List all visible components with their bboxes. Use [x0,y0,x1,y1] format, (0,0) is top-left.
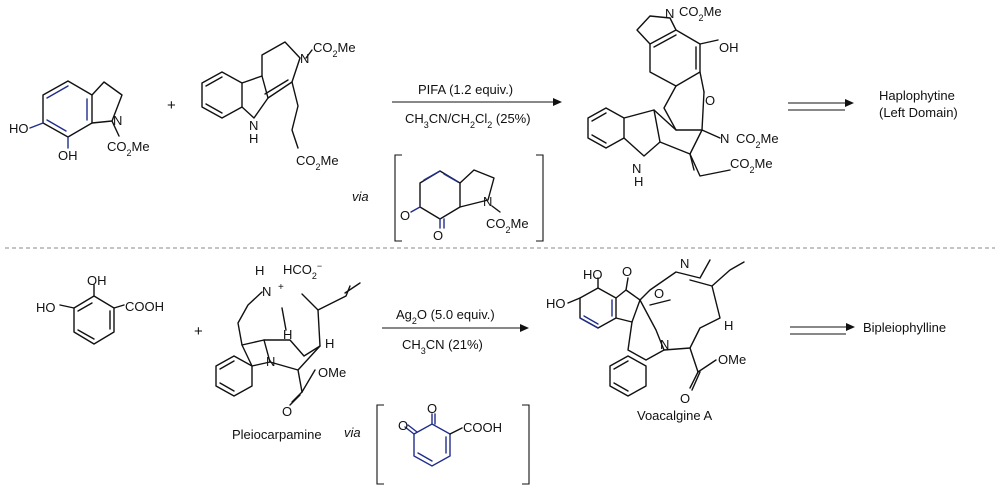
bottom-int-cooh-label: COOH [463,420,502,435]
pleio-o-label: O [282,404,292,419]
pleio-n-plus-label: N [262,284,271,299]
bottom-product-voacalgine-a: HO HO O O N N H O OMe [546,256,746,406]
top-conditions-reagent: PIFA (1.2 equiv.) [418,82,513,97]
top-plus-sign: + [167,97,176,114]
top-sm1-ester-label: CO2Me [107,139,150,158]
top-prod-ester-top: CO2Me [679,4,722,23]
top-sm2-nh-label: N [249,118,258,133]
bottom-intermediate-bracket [376,404,530,485]
top-int-o1-label: O [400,208,410,223]
pleiocarpamine-name: Pleiocarpamine [232,427,322,442]
top-product-structure: N CO2Me OH O N CO2Me N H CO2Me [587,4,779,189]
top-prod-n-mid: N [720,131,729,146]
voac-ho-b: HO [546,296,566,311]
bottom-multistep-arrow [790,323,855,335]
top-sm2-ester-label: CO2Me [313,40,356,59]
bottom-via-label: via [344,425,361,440]
bottom-intermediate-orthoquinone: O O COOH [398,401,502,467]
voac-o-label: O [680,391,690,406]
top-prod-n-top: N [665,6,674,21]
top-sm2-side-ester: CO2Me [296,153,339,172]
pleio-h-label: H [255,263,264,278]
top-conditions-solvent: CH3CN/CH2Cl2 (25%) [405,111,531,130]
top-int-o2-label: O [433,228,443,243]
bottom-sm1-dihydroxybenzoic-acid: OH HO COOH [36,273,164,345]
voac-h-label: H [724,318,733,333]
pleio-h-ring-label: H [283,327,292,342]
top-prod-h: H [634,174,643,189]
top-prod-oh: OH [719,40,739,55]
voac-o-bridge: O [654,286,664,301]
top-int-n-label: N [483,194,492,209]
top-sm2-n-label: N [300,51,309,66]
bottom-target-line1: Bipleiophylline [863,320,946,335]
top-sm1-catechol-indoline: HO OH N CO2Me [9,80,150,163]
bottom-sm1-oh-label: OH [87,273,107,288]
top-target-line2: (Left Domain) [879,105,958,120]
top-target-line1: Haplophytine [879,88,955,103]
pleio-counterion: HCO2− [283,261,322,281]
voac-ho-a: HO [583,267,603,282]
pleio-n-ring-label: N [266,354,275,369]
top-sm1-ho-label: HO [9,121,29,136]
bottom-sm2-pleiocarpamine: H N + HCO2− N H H O OMe [215,261,361,419]
voac-n-ring: N [660,337,669,352]
bottom-reaction-arrow [382,324,529,332]
pleio-ome-label: OMe [318,365,346,380]
voac-n-top: N [680,256,689,271]
top-sm1-n-label: N [113,113,122,128]
top-sm1-oh-label: OH [58,148,78,163]
bottom-sm1-cooh-label: COOH [125,299,164,314]
top-multistep-arrow [788,99,854,111]
top-prod-o-bridge: O [705,93,715,108]
top-prod-nh: N [632,161,641,176]
bottom-conditions-reagent: Ag2O (5.0 equiv.) [396,307,495,326]
bottom-sm1-ho-label: HO [36,300,56,315]
top-reaction-arrow [392,98,562,106]
top-sm2-tetrahydrocarboline: N CO2Me N H CO2Me [201,40,356,172]
top-intermediate-orthoquinone: O O N CO2Me [400,169,529,243]
top-int-ester-label: CO2Me [486,216,529,235]
voac-o-keto: O [622,264,632,279]
voacalgine-a-name: Voacalgine A [637,408,713,423]
bottom-int-o2-label: O [427,401,437,416]
top-prod-ester-mid: CO2Me [736,131,779,150]
top-sm2-h-label: H [249,131,258,146]
top-via-label: via [352,189,369,204]
bottom-conditions-solvent: CH3CN (21%) [402,337,483,356]
bottom-plus-sign: + [194,323,203,340]
voac-ome-label: OMe [718,352,746,367]
pleio-plus-label: + [278,282,284,293]
bottom-int-o1-label: O [398,418,408,433]
top-intermediate-bracket [394,154,544,242]
pleio-h-right-label: H [325,336,334,351]
top-prod-side-ester: CO2Me [730,156,773,175]
